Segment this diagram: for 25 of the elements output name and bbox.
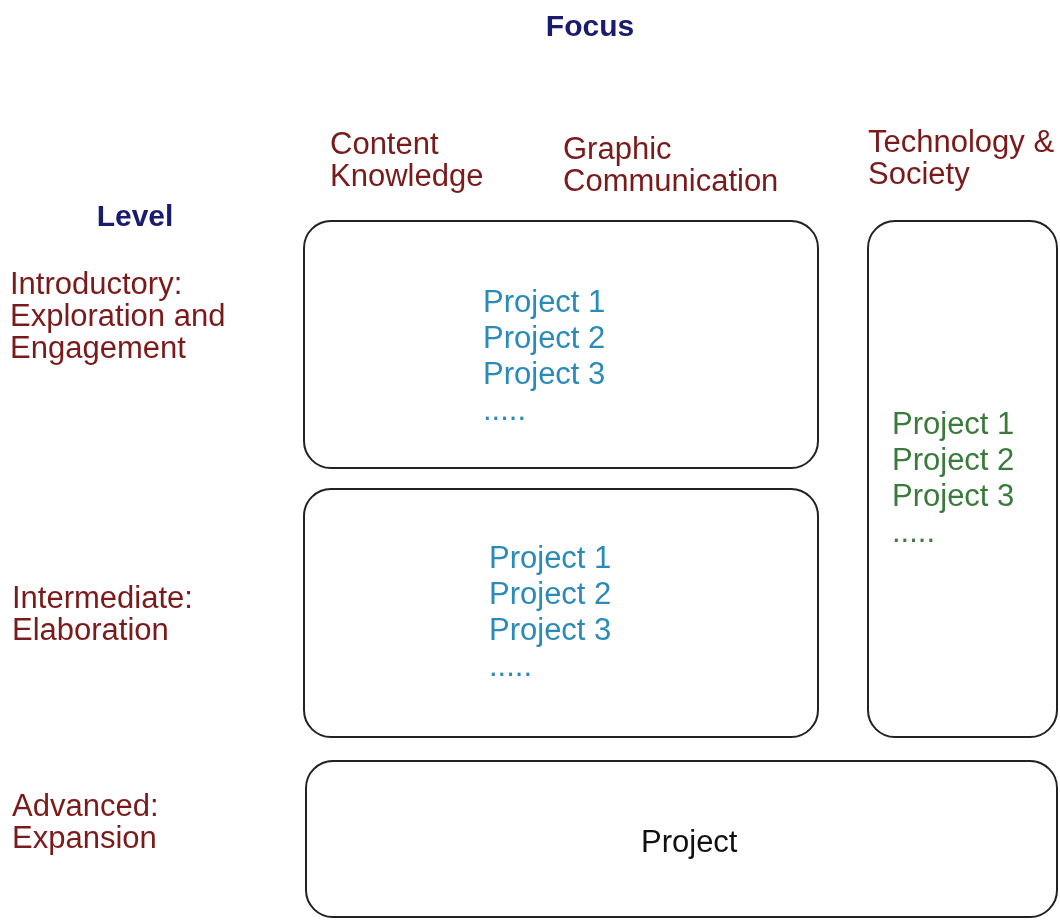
project-label: Project 3 bbox=[489, 612, 612, 648]
row-heading: Introductory: Exploration and Engagement bbox=[10, 268, 227, 364]
column-heading: Graphic Communication bbox=[563, 133, 780, 197]
project-label: Project 3 bbox=[892, 478, 1015, 514]
column-heading: Technology & Society bbox=[868, 126, 1056, 190]
project-label: Project 2 bbox=[489, 576, 612, 612]
rounded-box bbox=[867, 220, 1058, 738]
project-label: Project 2 bbox=[892, 442, 1015, 478]
column-heading: Content Knowledge bbox=[330, 128, 485, 192]
axis-title: Level bbox=[95, 200, 175, 232]
project-label: Project 3 bbox=[483, 356, 606, 392]
rounded-box bbox=[303, 488, 819, 738]
row-heading: Intermediate: Elaboration bbox=[12, 582, 194, 646]
project-label: ..... bbox=[489, 648, 533, 684]
project-label: Project bbox=[641, 824, 738, 860]
project-label: Project 1 bbox=[483, 284, 606, 320]
project-label: ..... bbox=[483, 392, 527, 428]
project-label: Project 1 bbox=[892, 406, 1015, 442]
rounded-box bbox=[303, 220, 819, 469]
row-heading: Advanced: Expansion bbox=[12, 790, 160, 854]
project-label: ..... bbox=[892, 514, 936, 550]
project-label: Project 1 bbox=[489, 540, 612, 576]
project-label: Project 2 bbox=[483, 320, 606, 356]
axis-title: Focus bbox=[544, 10, 636, 42]
rounded-box bbox=[305, 760, 1058, 918]
